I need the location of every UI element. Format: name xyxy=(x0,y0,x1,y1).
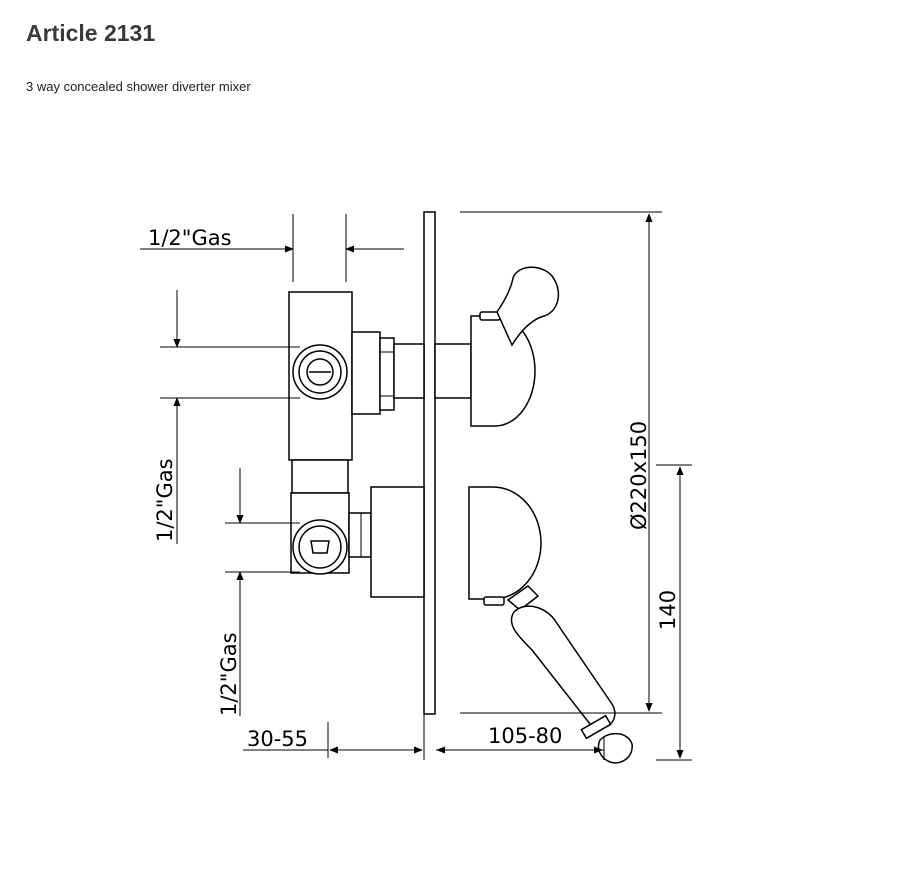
dimension-top-connection xyxy=(140,214,404,282)
label-wall-depth: 30-55 xyxy=(247,727,308,751)
label-top-connection: 1/2"Gas xyxy=(148,226,232,250)
dimension-upper-connection xyxy=(160,290,300,544)
label-upper-connection: 1/2"Gas xyxy=(153,458,177,542)
label-lower-connection: 1/2"Gas xyxy=(217,632,241,716)
lower-outlet-fitting xyxy=(292,519,348,575)
label-projection: 105-80 xyxy=(488,724,562,748)
wall-plate xyxy=(423,211,436,715)
page-title: Article 2131 xyxy=(26,20,156,46)
dimension-lower-connection xyxy=(225,468,300,716)
dimension-height xyxy=(656,464,692,761)
label-plate-size: Ø220x150 xyxy=(627,421,651,530)
diverter-lever-handle xyxy=(434,266,560,427)
page-subtitle: 3 way concealed shower diverter mixer xyxy=(26,79,251,94)
dimension-projection xyxy=(436,736,605,760)
upper-outlet-fitting xyxy=(292,344,348,400)
label-height: 140 xyxy=(656,590,680,630)
mixer-lever-handle xyxy=(468,486,633,764)
dimension-plate-size xyxy=(460,211,662,714)
dimension-wall-depth xyxy=(243,714,425,760)
